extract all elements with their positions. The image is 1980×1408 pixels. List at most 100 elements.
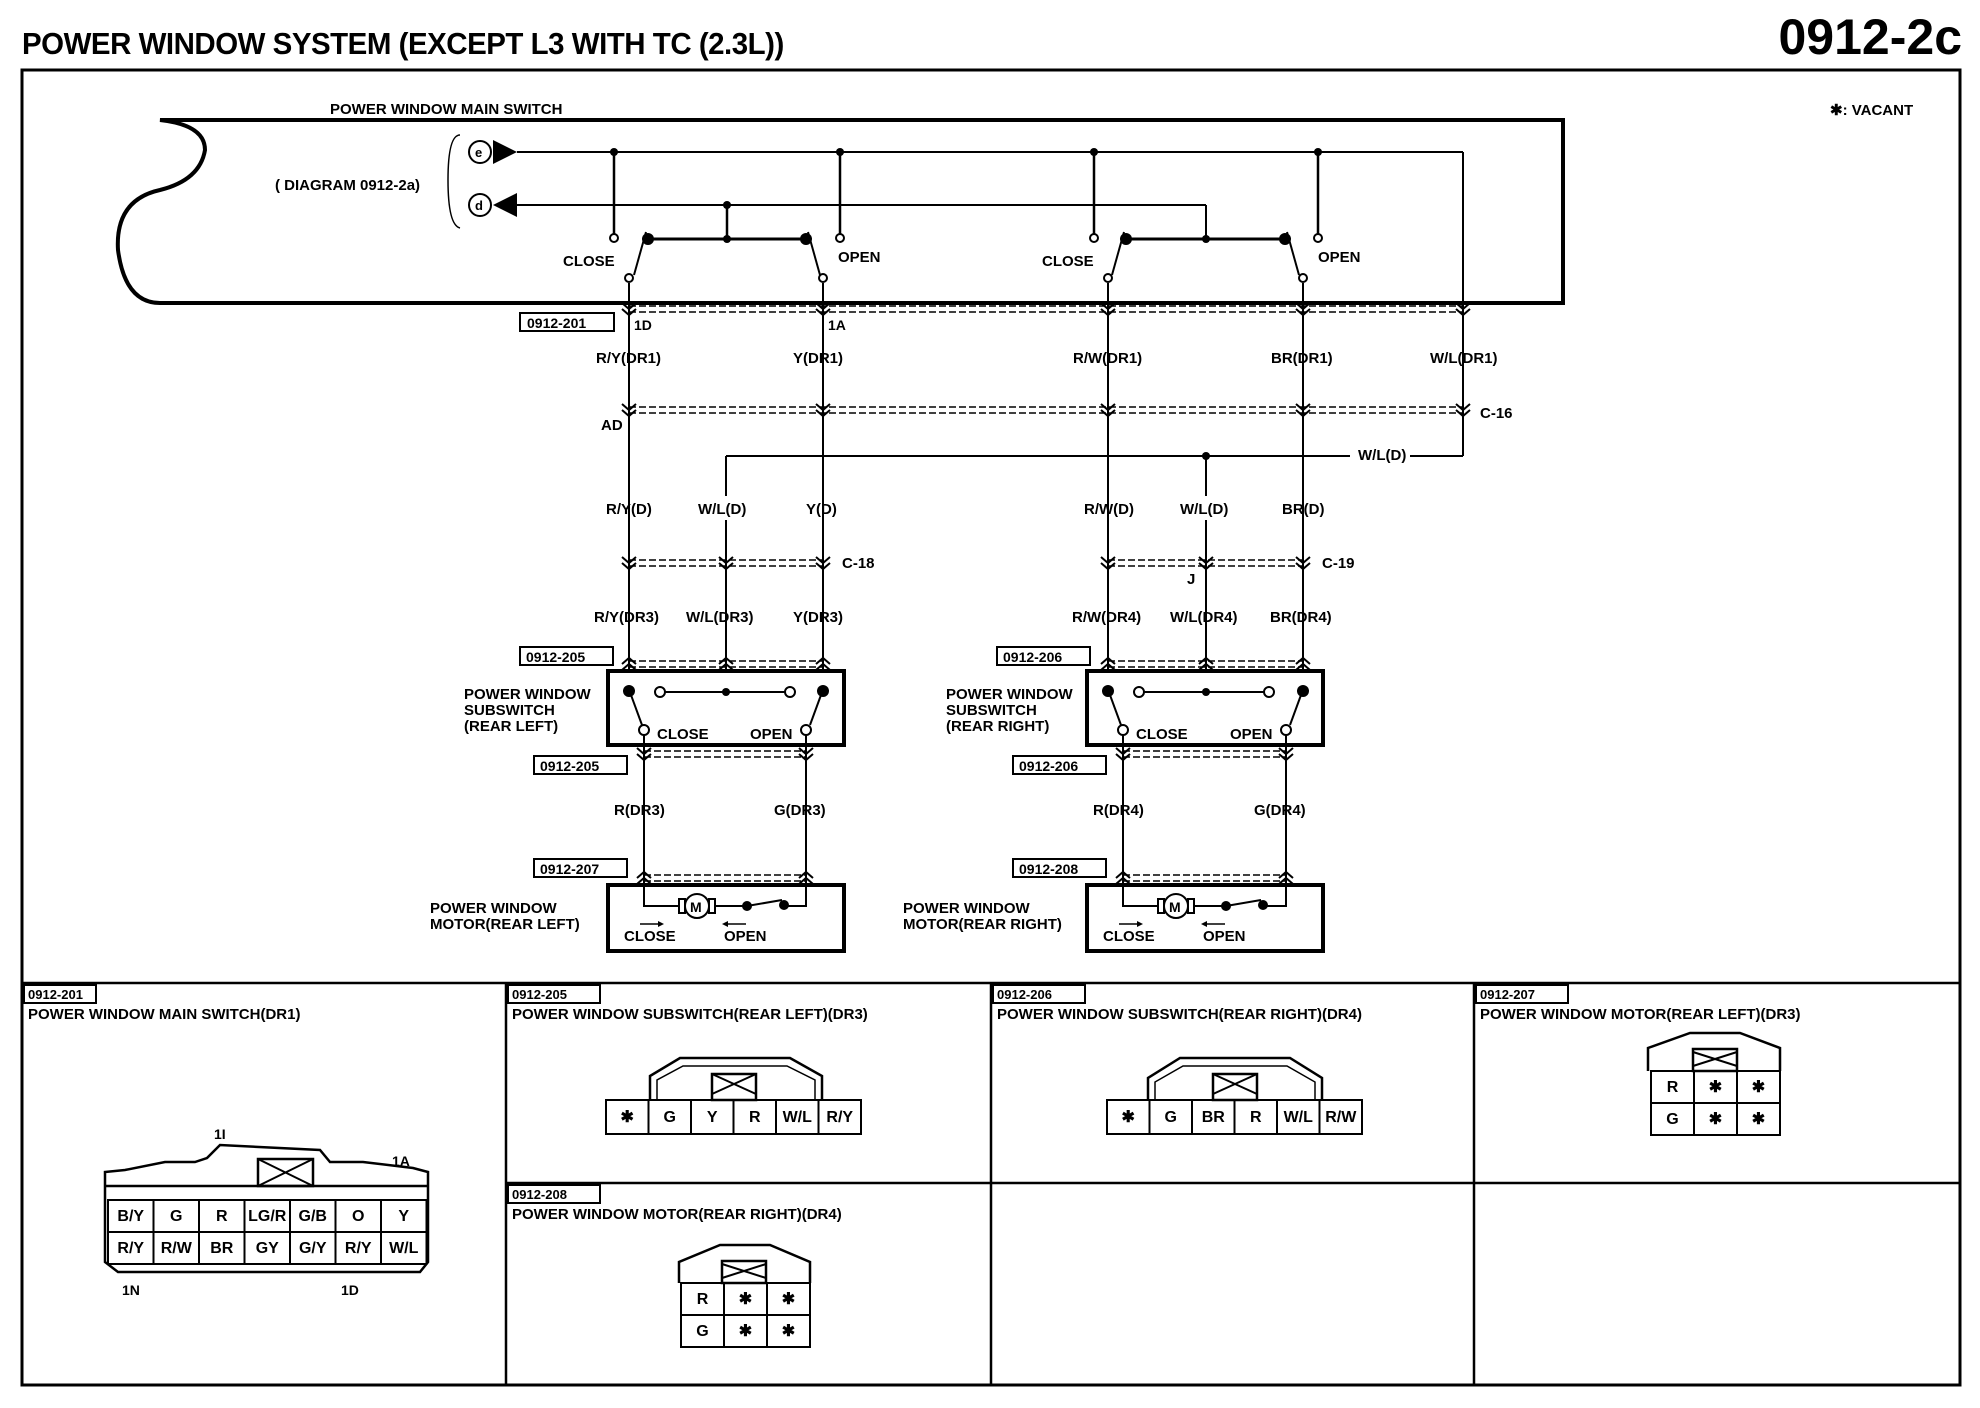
svg-text:0912-208: 0912-208 — [1019, 861, 1078, 877]
connector-pin-mark — [621, 662, 637, 671]
connector-pin-label: O — [352, 1208, 364, 1225]
connector-pin-mark — [1295, 403, 1311, 412]
wire-label: Y(DR3) — [793, 609, 843, 626]
connector-207-pins: R✱✱G✱✱ — [1650, 1070, 1781, 1136]
connector-pin-label: Y — [707, 1109, 718, 1126]
connector-pin-label: R — [697, 1291, 709, 1308]
terminal-e — [468, 140, 492, 164]
connector-c19: C-19 — [1322, 555, 1355, 572]
svg-text:CLOSE: CLOSE — [1136, 726, 1188, 743]
connector-pin-mark — [636, 753, 652, 762]
connector-pin-mark — [1100, 302, 1116, 311]
connector-pin-mark — [1295, 409, 1311, 418]
svg-text:(REAR LEFT): (REAR LEFT) — [464, 718, 558, 735]
connector-pin-mark — [718, 562, 734, 571]
connector-pin-mark — [1295, 656, 1311, 665]
subswitch-rear-right: 0912-206 POWER WINDOW SUBSWITCH (REAR RI… — [946, 646, 1325, 775]
connector-pin-mark — [1100, 308, 1116, 317]
wl-d-bus-label: W/L(D) — [1358, 447, 1406, 464]
connector-pin-mark — [1198, 662, 1214, 671]
connector-pin-mark — [621, 302, 637, 311]
connector-pin-label: Y — [398, 1208, 409, 1225]
wire-label: Y(D) — [806, 501, 837, 518]
connector-pin-mark — [815, 308, 831, 317]
main-left-close: CLOSE — [563, 253, 615, 270]
svg-text:1N: 1N — [122, 1282, 140, 1298]
connector-panel-grid — [22, 981, 1960, 1385]
wire-label: W/L(D) — [698, 501, 746, 518]
svg-text:1I: 1I — [214, 1126, 226, 1142]
svg-text:POWER WINDOW: POWER WINDOW — [430, 900, 557, 917]
connector-c16: C-16 — [1480, 405, 1513, 422]
wire-label: R/Y(DR3) — [594, 609, 659, 626]
vacant-note: ✱: VACANT — [1830, 102, 1913, 119]
svg-text:0912-201: 0912-201 — [28, 987, 83, 1002]
connector-pin-mark — [1295, 556, 1311, 565]
svg-text:0912-208: 0912-208 — [512, 1187, 567, 1202]
arrow-out-icon — [493, 140, 517, 164]
connector-pin-mark — [718, 656, 734, 665]
connector-pin-label: R — [1667, 1079, 1679, 1096]
wire-label: R/Y(DR1) — [596, 350, 661, 367]
wire-harness — [621, 283, 1471, 885]
svg-text:e: e — [475, 145, 482, 160]
wire-label: G(DR4) — [1254, 802, 1306, 819]
connector-pin-cell — [380, 1231, 428, 1265]
connector-pin-mark — [621, 308, 637, 317]
connector-pin-label: R — [749, 1109, 761, 1126]
connector-pin-mark — [1455, 403, 1471, 412]
svg-text:0912-205: 0912-205 — [526, 649, 585, 665]
connector-pin-label: G/Y — [299, 1240, 327, 1257]
connector-206-housing — [1146, 1056, 1324, 1102]
svg-text:MOTOR(REAR LEFT): MOTOR(REAR LEFT) — [430, 916, 580, 933]
connector-pin-cell — [1736, 1102, 1781, 1136]
connector-pin-cell — [817, 1099, 862, 1135]
svg-text:MOTOR(REAR RIGHT): MOTOR(REAR RIGHT) — [903, 916, 1062, 933]
svg-text:POWER WINDOW SUBSWITCH(REAR RI: POWER WINDOW SUBSWITCH(REAR RIGHT)(DR4) — [997, 1006, 1362, 1023]
connector-pin-label: ✱ — [621, 1109, 634, 1126]
connector-pin-mark — [1278, 753, 1294, 762]
terminal-d — [468, 193, 492, 217]
connector-pin-label: W/L — [1284, 1109, 1314, 1126]
svg-text:0912-205: 0912-205 — [512, 987, 567, 1002]
connector-view-208: 0912-208 POWER WINDOW MOTOR(REAR RIGHT)(… — [507, 1184, 842, 1223]
svg-text:M: M — [1169, 899, 1181, 915]
svg-text:POWER WINDOW MAIN SWITCH(DR1): POWER WINDOW MAIN SWITCH(DR1) — [28, 1006, 300, 1023]
connector-pin-label: R/Y — [117, 1240, 144, 1257]
connector-pin-label: ✱ — [1709, 1111, 1722, 1128]
connector-pin-label: G — [1666, 1111, 1678, 1128]
connector-ref-box — [519, 312, 615, 332]
wire-label: G(DR3) — [774, 802, 826, 819]
connector-205-housing — [648, 1056, 824, 1102]
connector-pin-mark — [1100, 662, 1116, 671]
wire-label: BR(DR1) — [1271, 350, 1333, 367]
page-number: 0912-2c — [1778, 9, 1963, 65]
connector-pin-mark — [1198, 656, 1214, 665]
page-title: POWER WINDOW SYSTEM (EXCEPT L3 WITH TC (… — [22, 26, 784, 61]
connector-pin-label: R/Y — [345, 1240, 372, 1257]
connector-pin-label: ✱ — [739, 1323, 752, 1340]
svg-text:d: d — [475, 198, 483, 213]
main-right-close: CLOSE — [1042, 253, 1094, 270]
svg-text:OPEN: OPEN — [1203, 928, 1246, 945]
svg-text:SUBSWITCH: SUBSWITCH — [946, 702, 1037, 719]
wire-label: W/L(DR4) — [1170, 609, 1238, 626]
svg-text:1D: 1D — [634, 317, 652, 333]
connector-pin-mark — [815, 302, 831, 311]
svg-text:POWER WINDOW MOTOR(REAR RIGHT): POWER WINDOW MOTOR(REAR RIGHT)(DR4) — [512, 1206, 842, 1223]
main-switch-label: POWER WINDOW MAIN SWITCH — [330, 101, 562, 118]
connector-pin-label: R/Y — [826, 1109, 853, 1126]
connector-pin-mark — [1198, 562, 1214, 571]
connector-pin-label: G — [1165, 1109, 1177, 1126]
connector-view-205: 0912-205 POWER WINDOW SUBSWITCH(REAR LEF… — [507, 984, 868, 1023]
wire-label: R(DR3) — [614, 802, 665, 819]
connector-207-housing — [1646, 1031, 1782, 1073]
connector-pin-mark — [815, 403, 831, 412]
connector-view-206: 0912-206 POWER WINDOW SUBSWITCH(REAR RIG… — [992, 984, 1362, 1023]
connector-pin-label: G — [170, 1208, 182, 1225]
svg-text:CLOSE: CLOSE — [1103, 928, 1155, 945]
connector-pin-mark — [1295, 662, 1311, 671]
connector-pin-mark — [621, 562, 637, 571]
